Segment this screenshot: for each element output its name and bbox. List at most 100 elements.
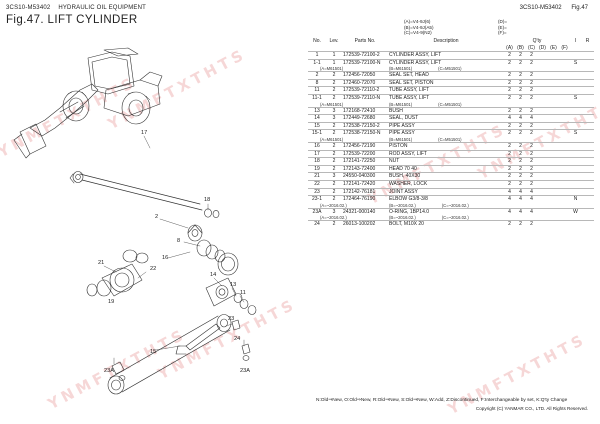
cell-parts-no: 172539-72110-2 (342, 86, 388, 95)
cell-c: 2 (526, 71, 537, 80)
serial-range-b: (B=~2016.02.) (389, 215, 416, 221)
cell-b: 4 (515, 187, 526, 196)
cell-desc: ROD ASSY, LIFT (388, 149, 504, 158)
cell-b: 2 (515, 106, 526, 115)
cell-no: 8 (308, 78, 326, 87)
serial-range-row: (A=~2016.02.)(B=~2016.02.)(C=~2016.02.) (308, 215, 594, 221)
cell-b: 2 (515, 86, 526, 95)
cell-c: 2 (526, 157, 537, 166)
cell-a: 2 (504, 58, 515, 67)
serial-range-c: (C=~2016.02.) (441, 202, 469, 208)
callout-24: 24 (234, 336, 240, 342)
tube-assy-11 (107, 277, 237, 395)
cell-r (581, 187, 595, 196)
cell-empty (537, 207, 548, 216)
cell-no: 21 (308, 172, 326, 181)
cell-parts-no: 172538-72150-2 (342, 121, 388, 130)
col-lev: Lev. (329, 38, 339, 44)
cell-c: 2 (526, 93, 537, 102)
cell-i (570, 141, 582, 151)
cell-empty (559, 114, 571, 123)
cell-empty (559, 93, 571, 102)
cell-c: 2 (526, 164, 537, 173)
cell-a: 4 (504, 187, 515, 196)
serial-range-row: (A=M61501)(B=M61501)(C=M51501) (308, 102, 594, 108)
legend-b: (B)=V4-9J(A5) (404, 24, 434, 30)
cell-parts-no: 172142-76181 (342, 187, 388, 196)
cell-no: 2 (308, 71, 326, 80)
callout-8: 8 (177, 238, 180, 244)
cell-no: 23 (308, 187, 326, 196)
cell-empty (548, 78, 559, 87)
cell-b: 4 (515, 207, 526, 216)
cell-empty (559, 86, 571, 95)
cell-empty (537, 106, 548, 115)
document-code: 3CS10-M53402 HYDRAULIC OIL EQUIPMENT (6, 5, 146, 11)
cell-no: 18 (308, 157, 326, 166)
cell-empty (537, 129, 548, 137)
cell-i: S (570, 93, 582, 102)
cell-lev: 2 (326, 86, 342, 95)
cell-empty: (A=~2016.02.) (308, 215, 388, 221)
serial-range-b: (B=M61501) (389, 136, 413, 142)
cell-empty (559, 106, 571, 115)
cell-empty (537, 51, 548, 60)
cell-r (581, 51, 595, 60)
cell-i (570, 164, 582, 173)
cell-desc: WASHER, LOCK (388, 179, 504, 188)
cell-b: 2 (515, 58, 526, 67)
rod-assy-17 (69, 171, 203, 211)
cell-r (581, 149, 595, 158)
right-fig: Fig.47 (571, 5, 588, 11)
cell-lev: 2 (326, 129, 342, 137)
serial-range-a: (A=M61501) (320, 101, 344, 107)
cell-desc: PIPE ASSY (388, 121, 504, 130)
serial-range-a: (A=~2016.02.) (320, 215, 347, 221)
cell-a: 2 (504, 164, 515, 173)
cell-b: 2 (515, 121, 526, 130)
serial-range-a: (A=M61501) (320, 136, 344, 142)
cell-empty (537, 121, 548, 130)
serial-range-row: (A=M61501)(B=M61501)(C=M51501) (308, 66, 594, 72)
cell-empty: (A=M61501) (308, 102, 388, 108)
cell-lev: 3 (326, 106, 342, 115)
cell-a: 2 (504, 220, 515, 228)
cell-empty (548, 207, 559, 216)
cell-no: 13 (308, 106, 326, 115)
cell-b: 2 (515, 51, 526, 60)
cell-i (570, 149, 582, 158)
cell-no: 19 (308, 164, 326, 173)
parts-table: No. Lev. Parts No. Description Q'ty I R … (308, 38, 595, 228)
cell-no: 1-1 (308, 58, 326, 67)
cell-parts-no: 172168-72410 (342, 106, 388, 115)
cell-c: 4 (526, 195, 537, 203)
cell-c: 2 (526, 78, 537, 87)
cell-c: 2 (526, 58, 537, 67)
cell-r (581, 86, 595, 95)
cell-i (570, 78, 582, 87)
cell-empty (559, 195, 571, 203)
cell-a: 2 (504, 129, 515, 137)
cell-parts-no: 172456-72190 (342, 141, 388, 151)
figure-title: Fig.47. LIFT CYLINDER (6, 14, 138, 26)
cell-desc: SEAL, DUST (388, 114, 504, 123)
cell-r (581, 164, 595, 173)
cell-c: 2 (526, 172, 537, 181)
cell-r (581, 78, 595, 87)
cell-no: 11 (308, 86, 326, 95)
cell-lev: 3 (326, 114, 342, 123)
serial-range-c: (C=M51501) (438, 136, 462, 142)
cell-i: S (570, 129, 582, 137)
cell-empty (537, 58, 548, 67)
col-r: R (585, 38, 590, 44)
cell-b: 2 (515, 78, 526, 87)
cell-c: 2 (526, 121, 537, 130)
